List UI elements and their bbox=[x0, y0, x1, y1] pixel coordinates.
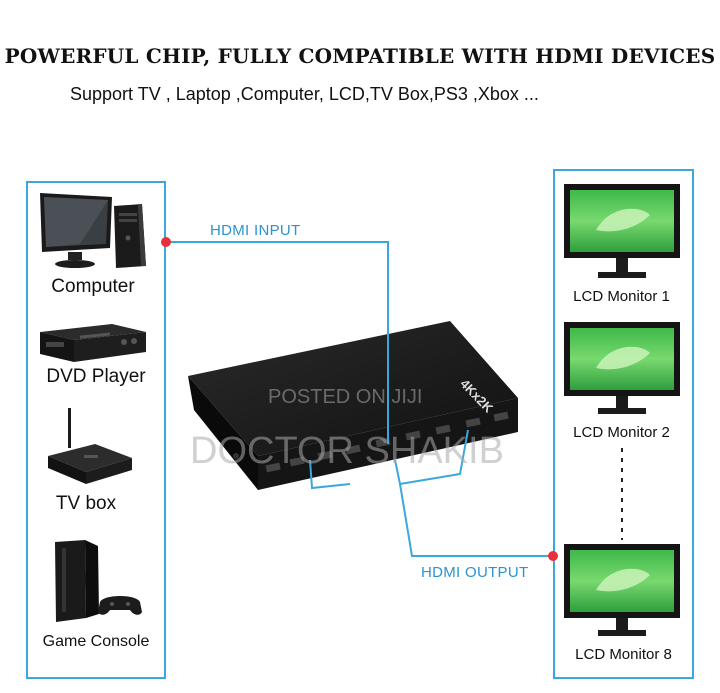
subheadline: Support TV , Laptop ,Computer, LCD,TV Bo… bbox=[70, 84, 539, 104]
lcd-monitor-icon bbox=[564, 184, 680, 278]
output-label-monitor-8: LCD Monitor 8 bbox=[575, 646, 672, 663]
dvd-player-icon bbox=[40, 324, 146, 362]
tv-box-icon bbox=[48, 408, 132, 484]
computer-icon bbox=[40, 193, 146, 268]
input-devices-panel bbox=[26, 181, 166, 679]
input-connector-dot bbox=[161, 237, 171, 247]
hdmi-input-link bbox=[166, 241, 389, 444]
output-label-monitor-1: LCD Monitor 1 bbox=[573, 288, 670, 305]
hdmi-output-label: HDMI OUTPUT bbox=[421, 564, 529, 581]
headline: POWERFUL CHIP, FULLY COMPATIBLE WITH HDM… bbox=[4, 44, 716, 68]
watermark-line-1: POSTED ON JIJI bbox=[268, 386, 423, 408]
input-label-game-console: Game Console bbox=[42, 633, 150, 650]
game-console-icon bbox=[55, 540, 142, 622]
hdmi-output-link bbox=[309, 429, 553, 557]
output-connector-dot bbox=[548, 551, 558, 561]
watermark-line-2: DOCTOR SHAKIB bbox=[190, 430, 504, 472]
lcd-monitor-icon bbox=[564, 544, 680, 636]
lcd-monitor-icon bbox=[564, 322, 680, 414]
output-label-monitor-2: LCD Monitor 2 bbox=[573, 424, 670, 441]
output-monitors-panel bbox=[553, 169, 694, 679]
hdmi-input-label: HDMI INPUT bbox=[210, 222, 301, 239]
input-label-computer: Computer bbox=[51, 276, 135, 297]
input-label-dvd-player: DVD Player bbox=[46, 366, 146, 387]
input-label-tv-box: TV box bbox=[55, 493, 117, 514]
